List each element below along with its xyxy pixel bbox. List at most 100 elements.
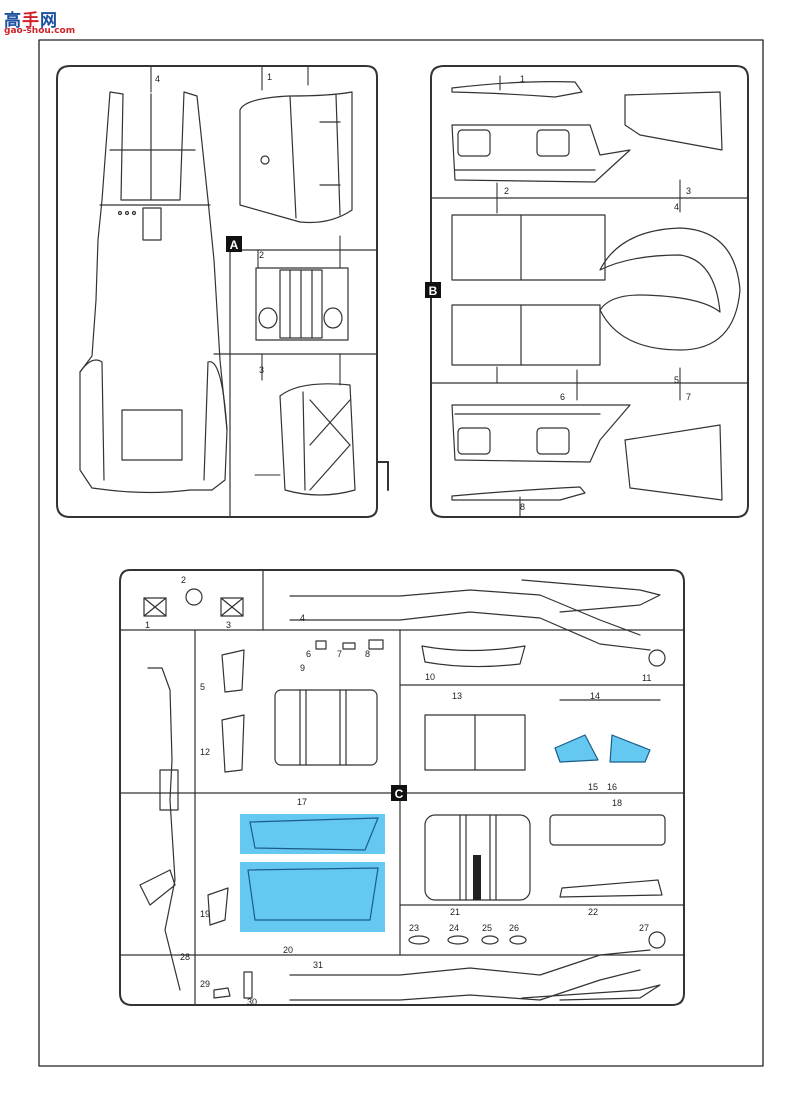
- label-b5: 5: [674, 375, 679, 385]
- label-c29: 29: [200, 979, 210, 989]
- label-b3: 3: [686, 186, 691, 196]
- part-c13-panel: [424, 714, 526, 771]
- part-c25: [481, 935, 499, 945]
- label-c2: 2: [181, 575, 186, 585]
- sprue-a-letter: A: [230, 238, 239, 252]
- label-c7: 7: [337, 649, 342, 659]
- label-c27: 27: [639, 923, 649, 933]
- label-c23: 23: [409, 923, 419, 933]
- label-c10: 10: [425, 672, 435, 682]
- part-c24: [447, 935, 469, 945]
- part-a3-trunk-lid: [279, 383, 356, 496]
- label-c21: 21: [450, 907, 460, 917]
- part-c26: [509, 935, 527, 945]
- part-c2-cap: [185, 588, 203, 606]
- label-c12: 12: [200, 747, 210, 757]
- label-c31: 31: [313, 960, 323, 970]
- part-c5: [221, 649, 245, 693]
- part-c10: [421, 645, 526, 668]
- sprue-c-letter: C: [395, 787, 404, 801]
- label-b8: 8: [520, 502, 525, 512]
- label-a2: 2: [259, 250, 264, 260]
- part-b2-side-panel: [451, 124, 631, 183]
- part-c7: [342, 642, 356, 650]
- part-a4-body-shell: [79, 91, 228, 494]
- label-c19: 19: [200, 909, 210, 919]
- part-c29: [213, 987, 231, 999]
- part-c12: [221, 714, 245, 773]
- part-c4-chassis-rail: [289, 589, 641, 636]
- label-c5: 5: [200, 682, 205, 692]
- part-c4-leaf-spring: [521, 579, 661, 613]
- sprue-c: [119, 569, 685, 1006]
- label-c18: 18: [612, 798, 622, 808]
- part-c6: [315, 640, 327, 650]
- watermark-url: gao-shou.com: [4, 26, 76, 36]
- part-b3-fender: [624, 91, 723, 151]
- part-c31-leaf-spring: [521, 984, 661, 1001]
- label-c26: 26: [509, 923, 519, 933]
- sprue-b-letter-box: [425, 282, 441, 298]
- part-a1-hood: [239, 91, 353, 224]
- part-b7-fender-arch: [599, 227, 741, 351]
- label-c4: 4: [300, 613, 305, 623]
- part-c21-seat: [424, 814, 531, 901]
- part-c27-disc: [648, 931, 666, 949]
- label-b1: 1: [520, 74, 525, 84]
- label-c17: 17: [297, 797, 307, 807]
- part-c22-dashboard: [559, 879, 663, 898]
- part-c1-block: [143, 597, 167, 617]
- sprue-a: [56, 65, 389, 518]
- label-c6: 6: [306, 649, 311, 659]
- part-c9-seat-back: [274, 689, 378, 766]
- part-c17-windscreen: [240, 814, 385, 854]
- label-b6: 6: [560, 392, 565, 402]
- part-b4-door-panel: [451, 214, 606, 281]
- label-c22: 22: [588, 907, 598, 917]
- label-c11: 11: [642, 673, 651, 683]
- part-b8-running-board: [451, 486, 586, 501]
- sprue-a-letter-box: [226, 236, 242, 252]
- label-c13: 13: [452, 691, 462, 701]
- label-c30: 30: [247, 997, 257, 1007]
- part-c23: [408, 935, 430, 945]
- label-c3: 3: [226, 620, 231, 630]
- part-c28-exhaust: [147, 667, 181, 991]
- label-a1: 1: [267, 72, 272, 82]
- part-c30: [243, 971, 253, 999]
- part-c20-windscreen: [240, 862, 385, 932]
- label-b7: 7: [686, 392, 691, 402]
- part-c11-disc: [648, 649, 666, 667]
- label-c1: 1: [145, 620, 150, 630]
- label-c25: 25: [482, 923, 492, 933]
- sprue-b: [425, 65, 749, 518]
- label-b2: 2: [504, 186, 509, 196]
- sprue-c-letter-box: [391, 785, 407, 801]
- label-c20: 20: [283, 945, 293, 955]
- part-c8: [368, 639, 384, 650]
- label-c24: 24: [449, 923, 459, 933]
- label-a3: 3: [259, 365, 264, 375]
- part-b6-side-panel: [451, 404, 631, 463]
- label-a4: 4: [155, 74, 160, 84]
- part-c3-block: [220, 597, 244, 617]
- part-b7-fender: [624, 424, 723, 501]
- page-frame: [38, 39, 764, 1067]
- part-b5-door-panel: [451, 304, 601, 366]
- part-c16-vent-window: [609, 734, 651, 763]
- part-c31-chassis-rail: [289, 949, 651, 976]
- watermark-logo: 高手网 gao-shou.com: [4, 4, 124, 38]
- watermark-text: 高手网: [4, 11, 58, 31]
- label-c15: 15: [588, 782, 598, 792]
- part-c19: [207, 887, 229, 926]
- part-b1-running-board: [451, 81, 583, 98]
- part-c18-seat-back: [549, 814, 666, 846]
- label-b4: 4: [674, 202, 679, 212]
- part-c15-vent-window: [554, 734, 599, 763]
- part-a2-grille: [255, 267, 349, 341]
- sprue-b-letter: B: [429, 284, 438, 298]
- label-c8: 8: [365, 649, 370, 659]
- label-c14: 14: [590, 691, 600, 701]
